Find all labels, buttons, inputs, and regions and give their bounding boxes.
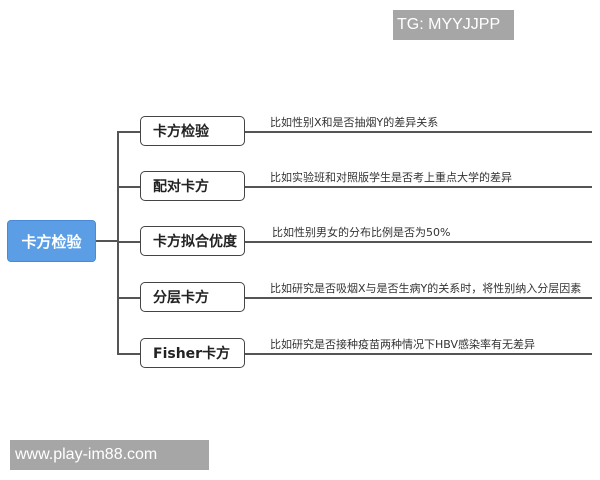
child-label: 配对卡方: [153, 179, 209, 195]
branch-connector: [117, 131, 140, 133]
branch-connector: [117, 186, 140, 188]
description-text: 比如性别男女的分布比例是否为50%: [272, 226, 451, 239]
description-line: [245, 353, 592, 355]
description-line: [245, 241, 592, 243]
watermark-top-right: TG: MYYJJPP: [393, 10, 514, 40]
branch-connector: [117, 297, 140, 299]
description-text: 比如研究是否接种疫苗两种情况下HBV感染率有无差异: [270, 338, 536, 351]
watermark-text: www.play-im88.com: [15, 446, 158, 463]
root-node: 卡方检验: [7, 220, 96, 262]
branch-connector: [117, 353, 140, 355]
child-node-chi-square-test: 卡方检验: [140, 116, 245, 146]
root-connector: [96, 240, 118, 242]
branch-connector: [117, 241, 140, 243]
root-label: 卡方检验: [21, 232, 82, 251]
child-label: Fisher卡方: [153, 346, 231, 362]
child-node-fisher-chi-square: Fisher卡方: [140, 338, 245, 368]
watermark-bottom-left: www.play-im88.com: [10, 440, 209, 470]
description-line: [245, 186, 592, 188]
description-text: 比如研究是否吸烟X与是否生病Y的关系时，将性别纳入分层因素: [270, 282, 582, 295]
description-text: 比如实验班和对照版学生是否考上重点大学的差异: [270, 171, 512, 184]
description-line: [245, 297, 592, 299]
trunk-line: [117, 131, 119, 354]
child-label: 卡方拟合优度: [153, 234, 237, 250]
child-label: 卡方检验: [153, 124, 209, 140]
child-node-stratified-chi-square: 分层卡方: [140, 282, 245, 312]
watermark-text: TG: MYYJJPP: [397, 16, 501, 33]
description-text: 比如性别X和是否抽烟Y的差异关系: [270, 116, 439, 129]
child-label: 分层卡方: [153, 290, 209, 306]
child-node-goodness-of-fit: 卡方拟合优度: [140, 226, 245, 256]
description-line: [245, 131, 592, 133]
child-node-paired-chi-square: 配对卡方: [140, 171, 245, 201]
